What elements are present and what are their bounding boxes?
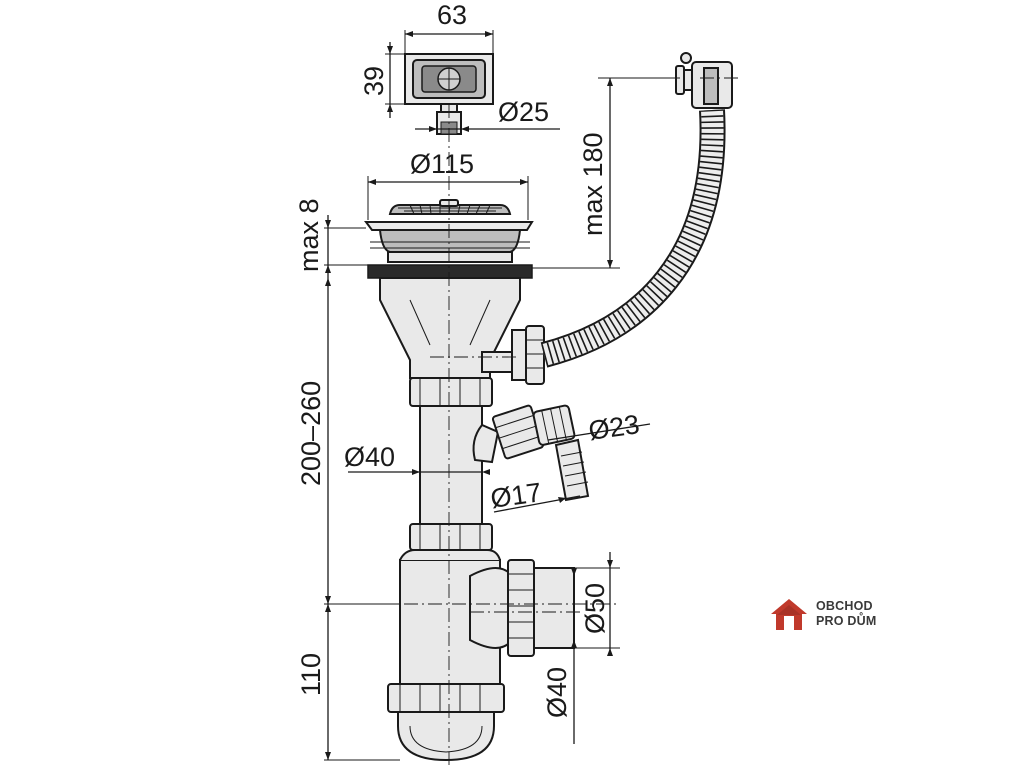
side-outlet [472,404,590,502]
dimension-d17: Ø17 [489,477,581,514]
dimension-d23: Ø23 [547,409,651,446]
overflow-height-label: 39 [359,66,389,96]
house-icon [771,599,807,630]
flange-thickness-label: max 8 [294,198,324,272]
dimension-d40-outlet: Ø40 [542,568,577,744]
outlet-large-label: Ø50 [580,583,610,634]
funnel-body [379,277,545,385]
dimension-39: 39 [359,42,405,118]
outlet-small-label: Ø40 [542,667,572,718]
dimension-110: 110 [296,603,400,761]
overflow-width-label: 63 [437,0,467,30]
center-axes [380,77,740,765]
dimension-d115: Ø115 [367,149,529,220]
bottle-trap [387,549,575,762]
hose-length-label: max 180 [578,132,608,236]
strainer-diameter-label: Ø115 [410,149,474,179]
tube-height-label: 200–260 [296,381,326,486]
overflow-outlet-label: Ø25 [498,97,549,127]
tube-diameter-label: Ø40 [344,442,395,472]
dimension-200-260: 200–260 [296,278,331,604]
dimension-63: 63 [404,0,494,54]
trap-height-label: 110 [296,653,326,696]
side-outlet-label: Ø23 [587,409,642,446]
overflow-hose [540,52,733,368]
logo-line1: OBCHOD [816,599,873,613]
logo-line2: PRO DŮM [816,614,877,628]
hose-nozzle-label: Ø17 [489,477,544,514]
dimension-d25: Ø25 [415,97,560,132]
shop-logo[interactable]: OBCHOD PRO DŮM [768,596,888,636]
dimension-max180: max 180 [532,77,680,269]
dimension-d40-tube: Ø40 [344,442,490,475]
dimension-max8: max 8 [294,198,368,278]
vertical-tube [409,377,493,551]
